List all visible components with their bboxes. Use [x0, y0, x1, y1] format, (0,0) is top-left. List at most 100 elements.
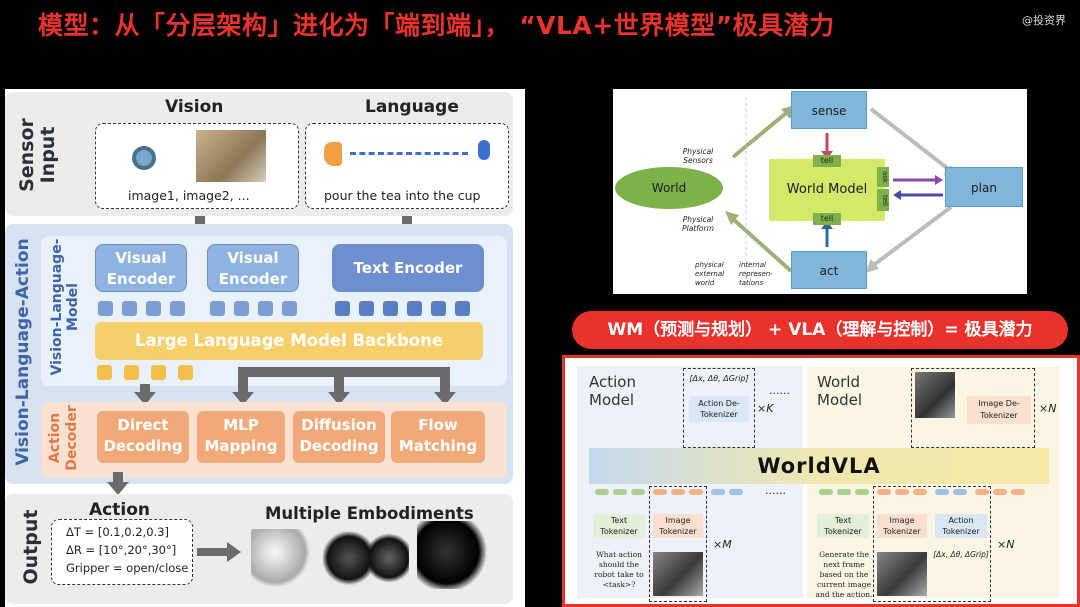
text-token — [455, 301, 470, 316]
vision-token — [146, 301, 161, 316]
text-token — [407, 301, 422, 316]
internal-representations-label: internal represen-tations — [739, 261, 773, 287]
arrow-action-to-embodiments — [197, 548, 229, 556]
llm-backbone: Large Language Model Backbone — [95, 322, 483, 360]
robot-arm-image — [323, 529, 375, 587]
action-token — [97, 365, 112, 380]
arrow-head — [107, 482, 129, 495]
microphone-icon — [478, 140, 490, 160]
speaker-face-icon — [324, 142, 342, 166]
world-model-arrows — [725, 97, 957, 289]
vision-token — [282, 301, 297, 316]
tell-right-label: tell — [877, 189, 889, 211]
worldvla-diagram: Action Model World Model [Δx, Δθ, ΔGrip]… — [562, 355, 1080, 607]
page-title: 模型：从「分层架构」进化为「端到端」， “VLA+世界模型”极具潜力 — [38, 11, 835, 40]
sound-wave-icon — [350, 152, 468, 156]
robot-output-image — [915, 372, 955, 418]
robot-arm-image — [417, 521, 491, 589]
decoder-flow-matching: Flow Matching — [391, 411, 485, 463]
world-model-diagram: sense plan act World World Model tell te… — [613, 89, 1027, 294]
language-input-box: pour the tea into the cup — [305, 123, 509, 209]
tell-top-label: tell — [813, 155, 841, 167]
image-tokenizer-1: Image Tokenizer — [653, 514, 703, 538]
arrow-vision-to-encoder — [195, 216, 205, 230]
text-token — [431, 301, 446, 316]
dots-bottom: ...... — [765, 484, 786, 497]
vision-token — [98, 301, 113, 316]
arrow-language-to-encoder — [402, 216, 412, 230]
robot-input-image-1 — [653, 552, 703, 596]
sense-node: sense — [791, 91, 867, 129]
vision-header: Vision — [165, 97, 224, 117]
language-header: Language — [365, 97, 459, 117]
image-detokenizer-group — [911, 368, 1035, 448]
decoder-direct-decoding: Direct Decoding — [97, 411, 189, 463]
tell-bottom-label: tell — [813, 213, 841, 225]
action-tokenizer: Action Tokenizer — [935, 514, 987, 538]
times-n-top: ×N — [1039, 402, 1057, 415]
world-node: World — [615, 167, 723, 209]
vision-token — [122, 301, 137, 316]
world-model-title: World Model — [817, 373, 863, 409]
text-token — [359, 301, 374, 316]
action-model-title: Action Model — [589, 373, 636, 409]
action-delta-top: [Δx, Δθ, ΔGrip] — [689, 374, 749, 383]
physical-platform-label: Physical Platform — [682, 215, 714, 233]
robot-arm-image — [369, 529, 409, 587]
prompt-2: Generate the next frame based on the cur… — [815, 550, 873, 599]
vla-architecture-diagram: Sensor Input Vision Language image1, ima… — [5, 89, 525, 607]
language-caption: pour the tea into the cup — [324, 188, 481, 203]
watermark: @投资界 — [1022, 14, 1066, 27]
text-tokenizer-1: Text Tokenizer — [593, 514, 645, 538]
robot-input-image-2 — [877, 552, 927, 596]
decoder-mlp-mapping: MLP Mapping — [197, 411, 285, 463]
image-tokenizer-2: Image Tokenizer — [877, 514, 927, 538]
plan-node: plan — [945, 167, 1023, 207]
visual-encoder-2: Visual Encoder — [207, 244, 299, 292]
action-token — [151, 365, 166, 380]
camera-icon — [132, 146, 156, 170]
act-node: act — [791, 251, 867, 289]
action-detokenizer: Action De-Tokenizer — [689, 396, 749, 422]
physical-sensors-label: Physical Sensors — [682, 147, 714, 165]
arrow-head — [227, 542, 241, 562]
dots-top: ...... — [769, 384, 790, 397]
times-m: ×M — [713, 538, 732, 551]
action-line-gripper: Gripper = open/close — [66, 561, 189, 575]
text-token — [335, 301, 350, 316]
visual-encoder-1: Visual Encoder — [95, 244, 187, 292]
output-label: Output — [20, 509, 42, 585]
vision-input-box: image1, image2, ... — [95, 123, 299, 209]
text-encoder: Text Encoder — [332, 244, 484, 292]
action-delta-bottom: [Δx, Δθ, ΔGrip] — [933, 550, 989, 559]
action-line-delta-r: ΔR = [10°,20°,30°] — [66, 543, 177, 557]
decoder-diffusion-decoding: Diffusion Decoding — [293, 411, 385, 463]
image-tokenizer-group-1 — [649, 486, 707, 602]
action-header: Action — [89, 500, 150, 520]
action-line-delta-t: ΔT = [0.1,0.2,0.3] — [66, 525, 169, 539]
tokenizer-group-2 — [873, 486, 991, 602]
action-token — [124, 365, 139, 380]
vision-caption: image1, image2, ... — [128, 188, 250, 203]
action-token — [178, 365, 193, 380]
times-k: ×K — [757, 402, 774, 415]
prompt-1: What action should the robot take to <ta… — [594, 550, 644, 589]
vla-label: Vision-Language-Action — [13, 238, 33, 466]
robot-arm-image — [251, 529, 311, 587]
text-tokenizer-2: Text Tokenizer — [817, 514, 869, 538]
vision-token — [170, 301, 185, 316]
action-output-box: ΔT = [0.1,0.2,0.3] ΔR = [10°,20°,30°] Gr… — [51, 519, 193, 585]
scene-photo — [196, 130, 266, 182]
text-token — [383, 301, 398, 316]
vision-token — [210, 301, 225, 316]
sensor-input-label: Sensor Input — [16, 118, 59, 192]
times-n-bottom: ×N — [997, 538, 1015, 551]
embodiments-header: Multiple Embodiments — [265, 504, 474, 523]
image-detokenizer: Image De-Tokenizer — [967, 396, 1031, 424]
action-detokenizer-group — [683, 368, 755, 448]
arrow-decoder-to-output — [113, 472, 123, 484]
wm-vla-banner: WM（预测与规划） + VLA（理解与控制）= 极具潜力 — [572, 311, 1068, 349]
vision-token — [234, 301, 249, 316]
physical-external-world-label: physical external world — [695, 261, 725, 287]
ask-label: ask — [877, 167, 889, 187]
